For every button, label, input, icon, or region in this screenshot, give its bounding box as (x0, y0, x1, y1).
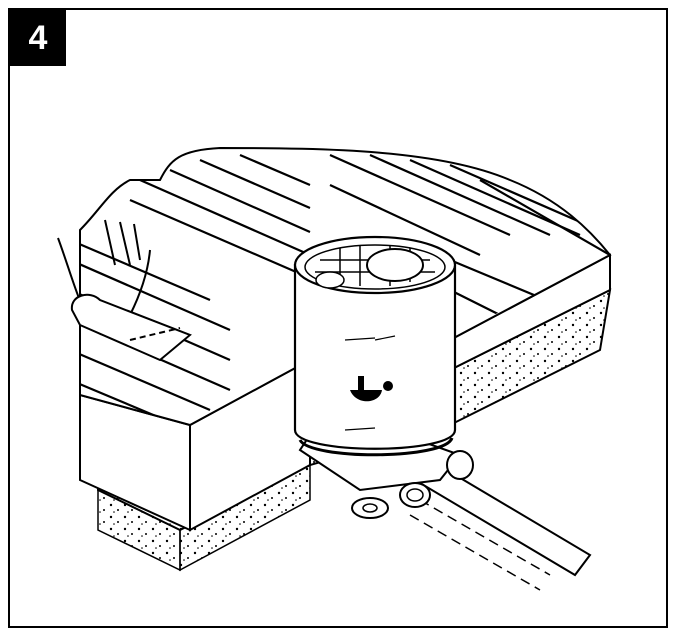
step-number-badge: 4 (10, 10, 66, 66)
installation-illustration (57, 146, 612, 591)
tape-strip-icon (70, 293, 192, 362)
valve-housing-icon (293, 235, 474, 519)
bathtub-icon (350, 376, 393, 402)
instruction-frame: 4 (8, 8, 668, 628)
